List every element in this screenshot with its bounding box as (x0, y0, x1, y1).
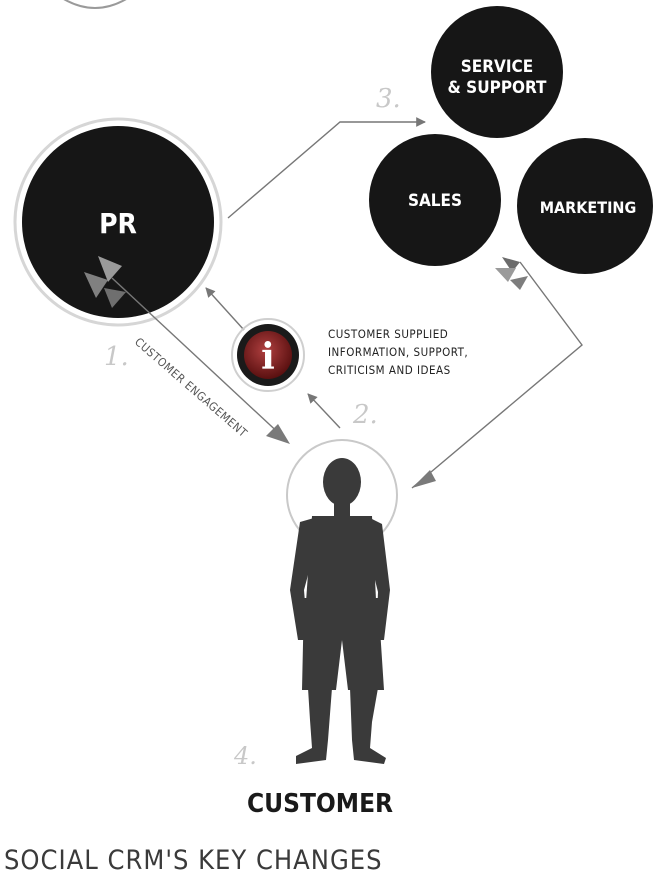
pr-label: PR (99, 207, 137, 240)
customer-figure (286, 439, 398, 764)
step-number-3: 3. (376, 84, 401, 114)
customer-label: CUSTOMER (247, 789, 393, 819)
arrow-pr-to-customer (111, 277, 285, 439)
step-number-4: 4. (233, 742, 257, 770)
arrow-feather-marketing (495, 257, 528, 290)
service-support-label-line1: SERVICE (461, 57, 533, 77)
arrow-marketing-to-customer (411, 261, 583, 489)
sales-label: SALES (408, 191, 462, 211)
arrow-pr-to-departments (227, 117, 426, 219)
info-icon-glyph: i (261, 336, 275, 378)
pr-circle: PR (13, 117, 223, 327)
step-number-1: 1. (104, 342, 129, 372)
info-text-line3: CRITICISM AND IDEAS (328, 363, 451, 377)
info-text-line2: INFORMATION, SUPPORT, (328, 345, 468, 359)
arrow-info-to-pr (205, 287, 245, 331)
info-text-line1: CUSTOMER SUPPLIED (328, 327, 448, 341)
service-support-label-line2: & SUPPORT (448, 78, 548, 98)
arrowhead-customer-left (266, 424, 290, 444)
marketing-label: MARKETING (540, 198, 637, 217)
cropped-circle-top (63, 0, 127, 9)
diagram-caption: SOCIAL CRM'S KEY CHANGES (4, 845, 383, 876)
arrow-feather-pr (84, 256, 126, 308)
info-icon: i (231, 318, 305, 392)
sales-circle: SALES (369, 134, 501, 266)
step-number-2: 2. (352, 400, 378, 430)
service-support-circle: SERVICE & SUPPORT (431, 6, 563, 138)
arrowhead-customer-right (412, 470, 436, 488)
arrow-customer-to-info (307, 393, 341, 429)
marketing-circle: MARKETING (517, 138, 653, 274)
